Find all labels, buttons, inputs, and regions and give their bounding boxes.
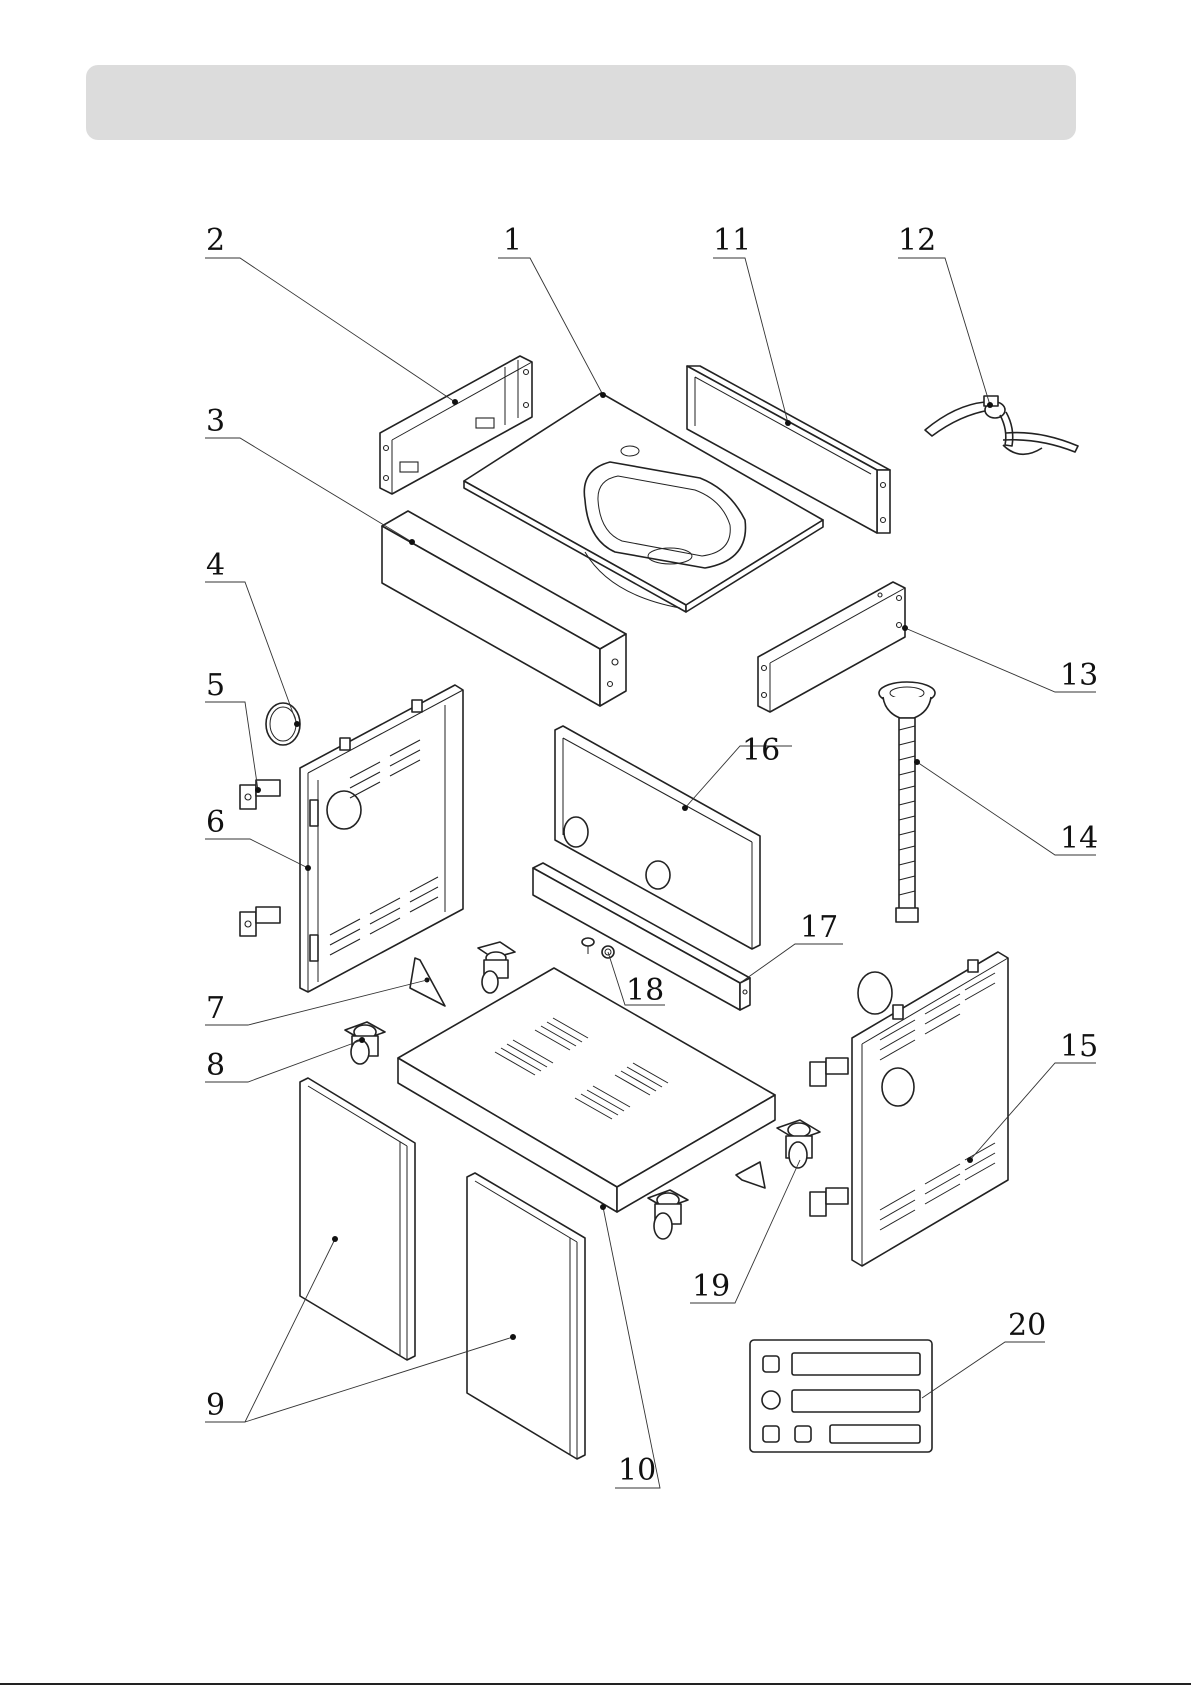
part-6-left-side-panel [300, 685, 463, 992]
bracket-right [736, 1162, 765, 1188]
callout-8: 8 [206, 1048, 225, 1083]
caster-front-center [648, 1190, 688, 1239]
callout-15: 15 [1060, 1029, 1098, 1064]
callout-3: 3 [206, 404, 225, 439]
callout-4: 4 [206, 548, 225, 583]
callout-18: 18 [626, 973, 664, 1008]
callout-7: 7 [206, 991, 225, 1026]
part-20-control-panel [750, 1340, 932, 1452]
part-15-right-side-panel [852, 952, 1008, 1266]
callout-14: 14 [1060, 821, 1098, 856]
part-7-bracket [410, 958, 445, 1006]
callout-5: 5 [206, 668, 225, 703]
part-10-base-tray [398, 968, 775, 1212]
callout-16: 16 [742, 733, 780, 768]
callout-17: 17 [800, 910, 838, 945]
caster-rear-left [478, 942, 515, 993]
callout-13: 13 [1060, 658, 1098, 693]
part-8-caster [345, 1022, 385, 1064]
part-5-hinges [240, 780, 280, 936]
callout-10: 10 [618, 1453, 656, 1488]
callout-12: 12 [898, 223, 936, 258]
part-19-caster [777, 1120, 820, 1168]
part-14-drain-hose [879, 682, 935, 922]
callout-19: 19 [692, 1269, 730, 1304]
callout-1: 1 [503, 223, 522, 258]
callout-20: 20 [1008, 1308, 1046, 1343]
callout-9: 9 [206, 1388, 225, 1423]
callout-6: 6 [206, 805, 225, 840]
callout-11: 11 [713, 223, 751, 258]
callout-2: 2 [206, 223, 225, 258]
part-12-faucet [925, 396, 1078, 454]
